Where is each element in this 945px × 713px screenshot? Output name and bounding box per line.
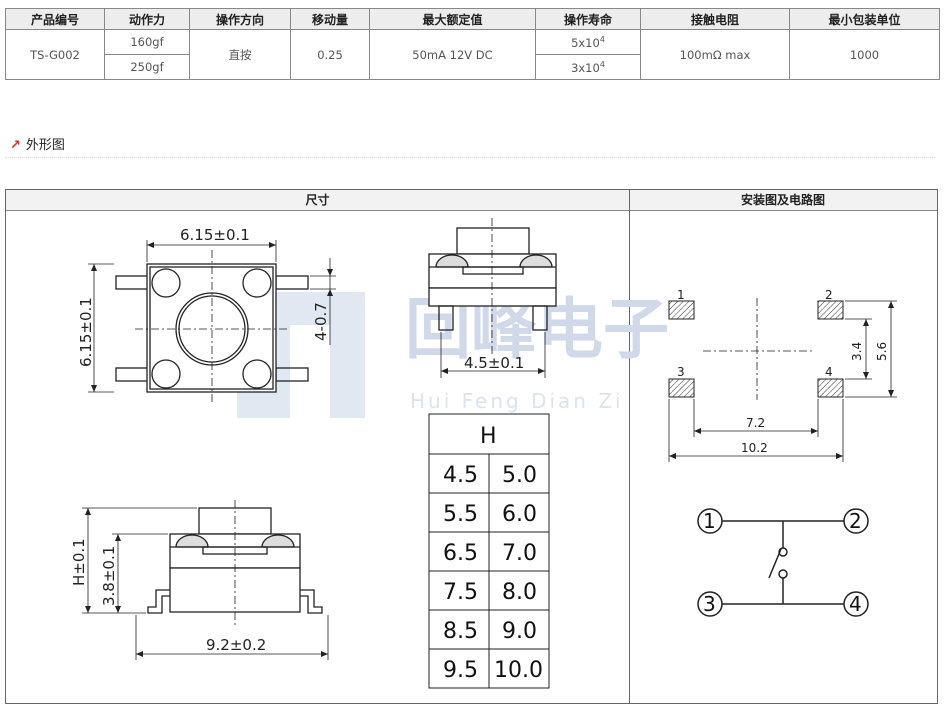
corner-dot-bl xyxy=(151,359,181,389)
corner-dot-br xyxy=(242,359,272,389)
front-view xyxy=(82,500,329,660)
section-title-text: 外形图 xyxy=(25,138,65,153)
header-part-no: 产品编号 xyxy=(5,8,105,30)
pad-2 xyxy=(817,300,844,320)
node-label-2: 2 xyxy=(849,509,862,533)
h-cell: 7.5 xyxy=(443,580,478,605)
pad-label-1: 1 xyxy=(677,288,685,302)
side-actuator xyxy=(456,227,530,255)
h-cell: 8.0 xyxy=(502,580,537,605)
cell-rating: 50mA 12V DC xyxy=(369,29,536,80)
front-body-base xyxy=(169,567,301,613)
life-1-base: 5x10 xyxy=(571,35,600,50)
h-cell: 5.5 xyxy=(443,502,478,527)
mounting-header: 安装图及电路图 xyxy=(629,190,937,211)
h-cell: 9.0 xyxy=(502,619,537,644)
side-dome-right xyxy=(519,254,553,268)
dim-body-h: 3.8±0.1 xyxy=(100,546,118,606)
spec-header-row: 产品编号 动作力 操作方向 移动量 最大额定值 操作寿命 接触电阻 最小包装单位 xyxy=(5,8,940,30)
pad-1 xyxy=(668,300,695,320)
side-leg-right xyxy=(532,305,548,331)
h-cell: 10.0 xyxy=(494,658,543,683)
cell-packing: 1000 xyxy=(789,29,940,80)
node-label-4: 4 xyxy=(849,592,862,616)
dim-mount-102: 10.2 xyxy=(741,441,768,455)
h-cell: 5.0 xyxy=(502,463,537,488)
front-dome-left xyxy=(175,534,209,548)
dim-mount-56: 5.6 xyxy=(875,342,889,361)
cell-direction: 直按 xyxy=(189,29,291,80)
table-row: TS-G002 160gf 直按 0.25 50mA 12V DC 5x104 … xyxy=(5,29,940,80)
circuit-diagram xyxy=(697,508,869,617)
pad-label-4: 4 xyxy=(825,365,833,379)
side-leg-left xyxy=(438,305,454,331)
side-dome-left xyxy=(435,254,469,268)
life-2-exp: 4 xyxy=(599,59,605,69)
front-lead-left xyxy=(147,589,170,614)
section-divider xyxy=(5,157,935,158)
top-body-inner xyxy=(149,266,274,390)
node-label-1: 1 xyxy=(703,509,716,533)
header-resistance: 接触电阻 xyxy=(640,8,790,30)
side-view xyxy=(428,218,557,378)
spec-table: 产品编号 动作力 操作方向 移动量 最大额定值 操作寿命 接触电阻 最小包装单位… xyxy=(5,8,940,80)
cell-life-1: 5x104 xyxy=(535,29,641,55)
front-lead-right xyxy=(300,589,323,614)
top-body xyxy=(146,263,277,393)
contact-lower xyxy=(778,569,788,579)
top-pin-tl xyxy=(115,275,149,290)
dim-pin-offset: 4-0.7 xyxy=(312,302,330,341)
panel-divider xyxy=(629,190,630,703)
section-title: ↗ 外形图 xyxy=(10,134,65,153)
header-direction: 操作方向 xyxy=(189,8,291,30)
life-2-base: 3x10 xyxy=(571,60,600,75)
dim-width: 6.15±0.1 xyxy=(180,226,250,244)
watermark-en: Hui Feng Dian Zi xyxy=(410,389,624,413)
cell-travel: 0.25 xyxy=(290,29,370,80)
front-dome-right xyxy=(261,534,295,548)
life-1-exp: 4 xyxy=(599,34,605,44)
top-pin-bl xyxy=(115,367,149,382)
h-cell: 4.5 xyxy=(443,463,478,488)
pad-3 xyxy=(668,378,695,398)
drawing-frame: 尺寸 安装图及电路图 xyxy=(5,189,938,704)
pad-label-3: 3 xyxy=(677,365,685,379)
h-table xyxy=(428,413,550,689)
h-cell: 6.5 xyxy=(443,541,478,566)
dim-h-tol: H±0.1 xyxy=(70,538,88,586)
dim-total-w: 9.2±0.2 xyxy=(206,636,266,654)
dim-mount-72: 7.2 xyxy=(746,416,765,430)
dimensions-header: 尺寸 xyxy=(6,190,629,211)
h-cell: 7.0 xyxy=(502,541,537,566)
corner-dot-tl xyxy=(151,268,181,298)
h-cell: 8.5 xyxy=(443,619,478,644)
header-rating: 最大额定值 xyxy=(369,8,536,30)
arrow-icon: ↗ xyxy=(10,138,21,153)
cell-force-2: 250gf xyxy=(104,54,190,80)
cell-part-no: TS-G002 xyxy=(5,29,105,80)
node-label-3: 3 xyxy=(703,592,716,616)
cell-life-2: 3x104 xyxy=(535,54,641,80)
h-cell: 9.5 xyxy=(443,658,478,683)
h-table-title: H xyxy=(480,424,497,449)
side-body-base xyxy=(428,287,557,307)
table-row: 250gf 3x104 xyxy=(6,54,940,80)
top-view xyxy=(88,240,336,405)
mounting-drawing xyxy=(668,298,897,462)
pad-label-2: 2 xyxy=(825,288,833,302)
header-force: 动作力 xyxy=(104,8,190,30)
pad-4 xyxy=(817,378,844,398)
dim-side-width: 4.5±0.1 xyxy=(464,354,524,372)
dim-mount-34: 3.4 xyxy=(850,342,864,361)
side-slot xyxy=(462,266,524,275)
h-cell: 6.0 xyxy=(502,502,537,527)
corner-dot-tr xyxy=(242,268,272,298)
switch-blade xyxy=(768,548,782,579)
dim-height: 6.15±0.1 xyxy=(77,297,95,367)
top-pin-tr xyxy=(275,275,309,290)
header-life: 操作寿命 xyxy=(535,8,641,30)
